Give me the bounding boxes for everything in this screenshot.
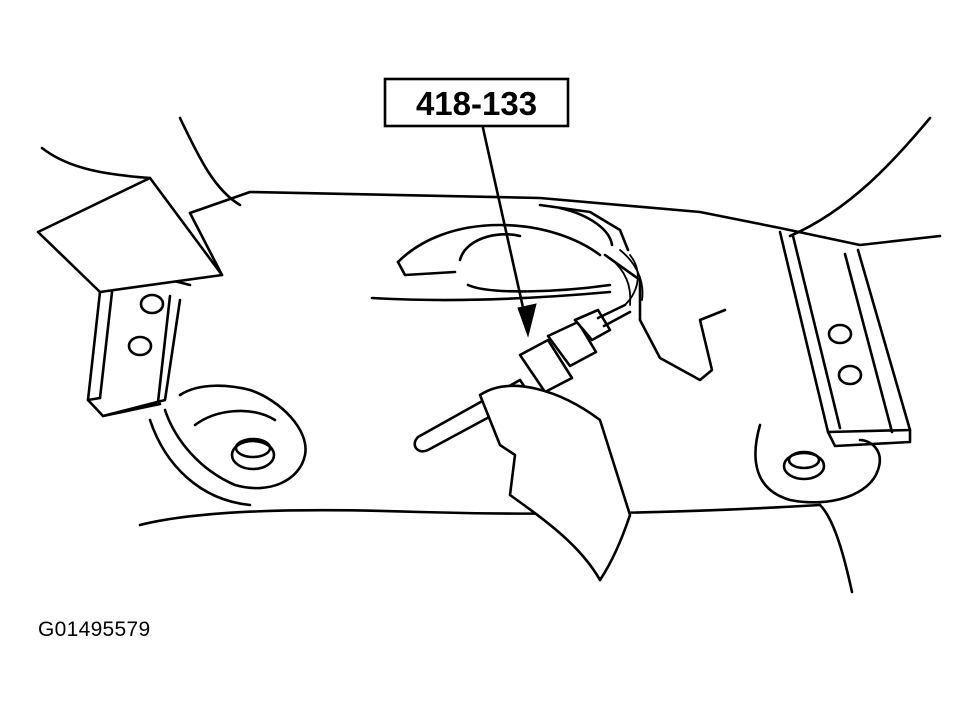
figure-id: G01495579: [38, 618, 151, 641]
engine-body-outline: [38, 116, 942, 594]
right-mounting-bracket: [754, 230, 912, 504]
callout-label: 418-133: [416, 85, 537, 122]
left-panel: [36, 176, 224, 294]
left-mounting-bracket: [86, 290, 307, 507]
leader-arrow-icon: [481, 126, 537, 338]
sensor-housing: [370, 203, 727, 382]
protective-sleeve: [478, 384, 632, 582]
callout-box: 418-133: [383, 77, 570, 128]
